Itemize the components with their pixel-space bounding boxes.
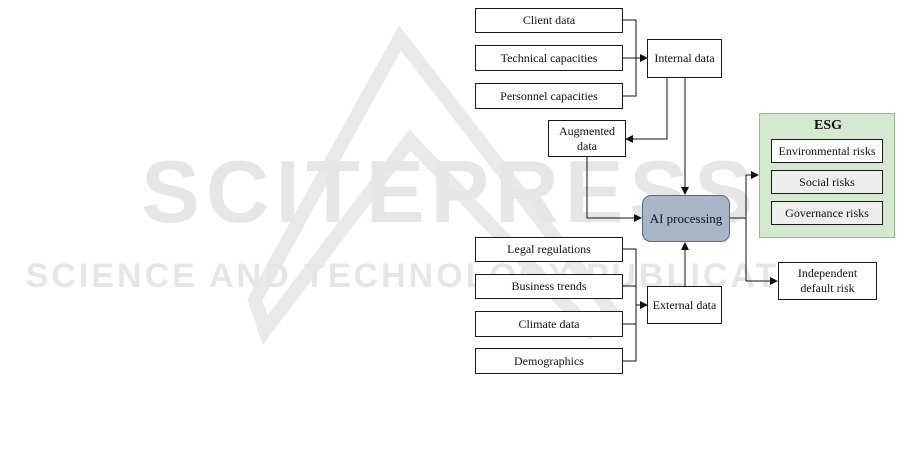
node-governance-risks: Governance risks bbox=[771, 201, 883, 225]
connector-legal bbox=[623, 249, 636, 361]
connector-personnel bbox=[623, 58, 636, 96]
node-label: Internal data bbox=[654, 51, 714, 66]
node-ai-processing: AI processing bbox=[642, 195, 730, 242]
node-label: Augmented data bbox=[556, 124, 618, 154]
node-legal-regulations: Legal regulations bbox=[475, 237, 623, 262]
esg-title: ESG bbox=[760, 118, 896, 134]
connector-to-esg bbox=[746, 175, 758, 218]
node-label: AI processing bbox=[650, 211, 723, 227]
node-technical-capacities: Technical capacities bbox=[475, 45, 623, 71]
node-environmental-risks: Environmental risks bbox=[771, 139, 883, 163]
node-independent-default-risk: Independent default risk bbox=[778, 262, 877, 300]
node-business-trends: Business trends bbox=[475, 274, 623, 299]
node-label: Social risks bbox=[799, 175, 855, 190]
connector-client bbox=[623, 20, 636, 58]
node-personnel-capacities: Personnel capacities bbox=[475, 83, 623, 109]
connector-augmented-to-ai bbox=[587, 157, 641, 218]
node-label: External data bbox=[653, 298, 717, 313]
node-label: Independent default risk bbox=[788, 266, 868, 296]
node-label: Demographics bbox=[514, 354, 584, 369]
node-label: Legal regulations bbox=[507, 242, 591, 257]
node-label: Technical capacities bbox=[501, 51, 598, 66]
node-client-data: Client data bbox=[475, 8, 623, 33]
node-social-risks: Social risks bbox=[771, 170, 883, 194]
node-climate-data: Climate data bbox=[475, 311, 623, 337]
node-demographics: Demographics bbox=[475, 348, 623, 374]
node-label: Governance risks bbox=[785, 206, 869, 221]
node-external-data: External data bbox=[647, 286, 722, 324]
node-label: Environmental risks bbox=[779, 144, 876, 159]
node-label: Business trends bbox=[512, 279, 587, 294]
connector-internal-to-augmented bbox=[626, 78, 667, 139]
node-augmented-data: Augmented data bbox=[548, 120, 626, 157]
node-internal-data: Internal data bbox=[647, 39, 722, 78]
node-label: Personnel capacities bbox=[500, 89, 598, 104]
node-label: Client data bbox=[523, 13, 575, 28]
node-label: Climate data bbox=[519, 317, 580, 332]
